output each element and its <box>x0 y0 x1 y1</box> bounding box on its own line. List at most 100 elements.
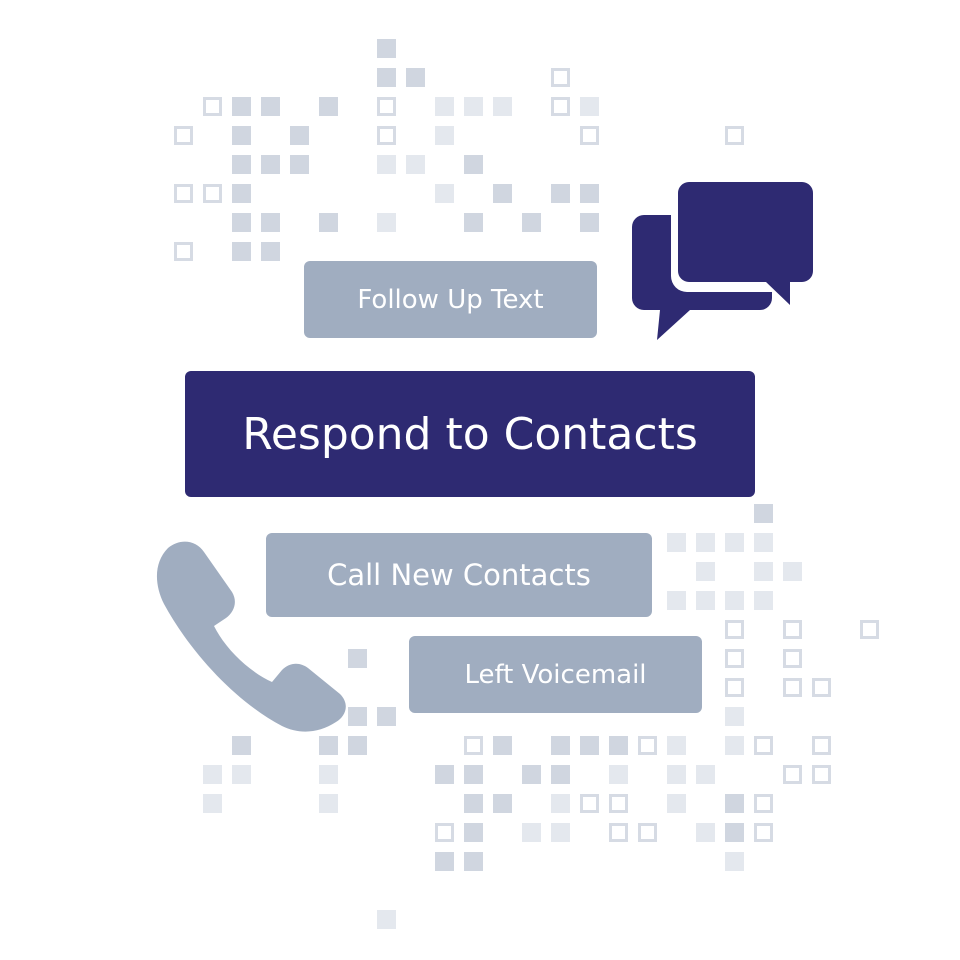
filled-square <box>492 96 512 116</box>
filled-square <box>521 822 541 842</box>
filled-square <box>608 764 628 784</box>
filled-square <box>463 851 483 871</box>
filled-square <box>463 793 483 813</box>
outlined-square <box>550 96 570 116</box>
follow-up-text-box: Follow Up Text <box>304 261 597 338</box>
outlined-square <box>811 764 831 784</box>
outlined-square <box>724 125 744 145</box>
filled-square <box>550 764 570 784</box>
filled-square <box>318 212 338 232</box>
outlined-square <box>608 822 628 842</box>
outlined-square <box>724 677 744 697</box>
filled-square <box>492 735 512 755</box>
filled-square <box>724 793 744 813</box>
outlined-square <box>173 241 193 261</box>
filled-square <box>724 706 744 726</box>
filled-square <box>405 67 425 87</box>
filled-square <box>405 154 425 174</box>
filled-square <box>231 125 251 145</box>
filled-square <box>463 154 483 174</box>
filled-square <box>231 183 251 203</box>
filled-square <box>695 532 715 552</box>
filled-square <box>753 532 773 552</box>
filled-square <box>376 212 396 232</box>
outlined-square <box>811 735 831 755</box>
filled-square <box>231 241 251 261</box>
respond-to-contacts-label: Respond to Contacts <box>242 408 698 460</box>
filled-square <box>550 793 570 813</box>
filled-square <box>347 706 367 726</box>
outlined-square <box>724 619 744 639</box>
filled-square <box>434 183 454 203</box>
outlined-square <box>173 183 193 203</box>
filled-square <box>289 125 309 145</box>
respond-to-contacts-box: Respond to Contacts <box>185 371 755 497</box>
filled-square <box>724 822 744 842</box>
filled-square <box>666 764 686 784</box>
filled-square <box>753 561 773 581</box>
filled-square <box>434 125 454 145</box>
follow-up-text-label: Follow Up Text <box>357 284 544 315</box>
filled-square <box>579 735 599 755</box>
filled-square <box>521 212 541 232</box>
outlined-square <box>753 822 773 842</box>
filled-square <box>753 590 773 610</box>
filled-square <box>463 822 483 842</box>
filled-square <box>666 590 686 610</box>
filled-square <box>463 96 483 116</box>
filled-square <box>695 561 715 581</box>
outlined-square <box>637 735 657 755</box>
filled-square <box>318 764 338 784</box>
filled-square <box>376 909 396 929</box>
outlined-square <box>637 822 657 842</box>
filled-square <box>231 764 251 784</box>
filled-square <box>434 96 454 116</box>
filled-square <box>202 793 222 813</box>
filled-square <box>231 212 251 232</box>
filled-square <box>463 764 483 784</box>
filled-square <box>695 590 715 610</box>
filled-square <box>318 96 338 116</box>
filled-square <box>376 67 396 87</box>
outlined-square <box>782 619 802 639</box>
call-new-contacts-label: Call New Contacts <box>327 558 591 592</box>
filled-square <box>231 96 251 116</box>
outlined-square <box>434 822 454 842</box>
filled-square <box>376 706 396 726</box>
outlined-square <box>782 677 802 697</box>
outlined-square <box>202 96 222 116</box>
filled-square <box>260 241 280 261</box>
filled-square <box>231 735 251 755</box>
outlined-square <box>376 125 396 145</box>
filled-square <box>666 793 686 813</box>
filled-square <box>550 735 570 755</box>
filled-square <box>695 764 715 784</box>
outlined-square <box>579 125 599 145</box>
filled-square <box>579 212 599 232</box>
filled-square <box>202 764 222 784</box>
filled-square <box>260 154 280 174</box>
filled-square <box>318 793 338 813</box>
outlined-square <box>782 764 802 784</box>
outlined-square <box>376 96 396 116</box>
filled-square <box>666 735 686 755</box>
filled-square <box>492 183 512 203</box>
outlined-square <box>202 183 222 203</box>
filled-square <box>695 822 715 842</box>
outlined-square <box>859 619 879 639</box>
filled-square <box>347 735 367 755</box>
filled-square <box>724 590 744 610</box>
outlined-square <box>753 793 773 813</box>
call-new-contacts-box: Call New Contacts <box>266 533 652 617</box>
filled-square <box>289 154 309 174</box>
filled-square <box>492 793 512 813</box>
filled-square <box>434 764 454 784</box>
filled-square <box>608 735 628 755</box>
left-voicemail-label: Left Voicemail <box>464 659 647 690</box>
phone-handset-icon <box>156 541 346 732</box>
outlined-square <box>724 648 744 668</box>
outlined-square <box>811 677 831 697</box>
filled-square <box>231 154 251 174</box>
filled-square <box>260 212 280 232</box>
outlined-square <box>463 735 483 755</box>
